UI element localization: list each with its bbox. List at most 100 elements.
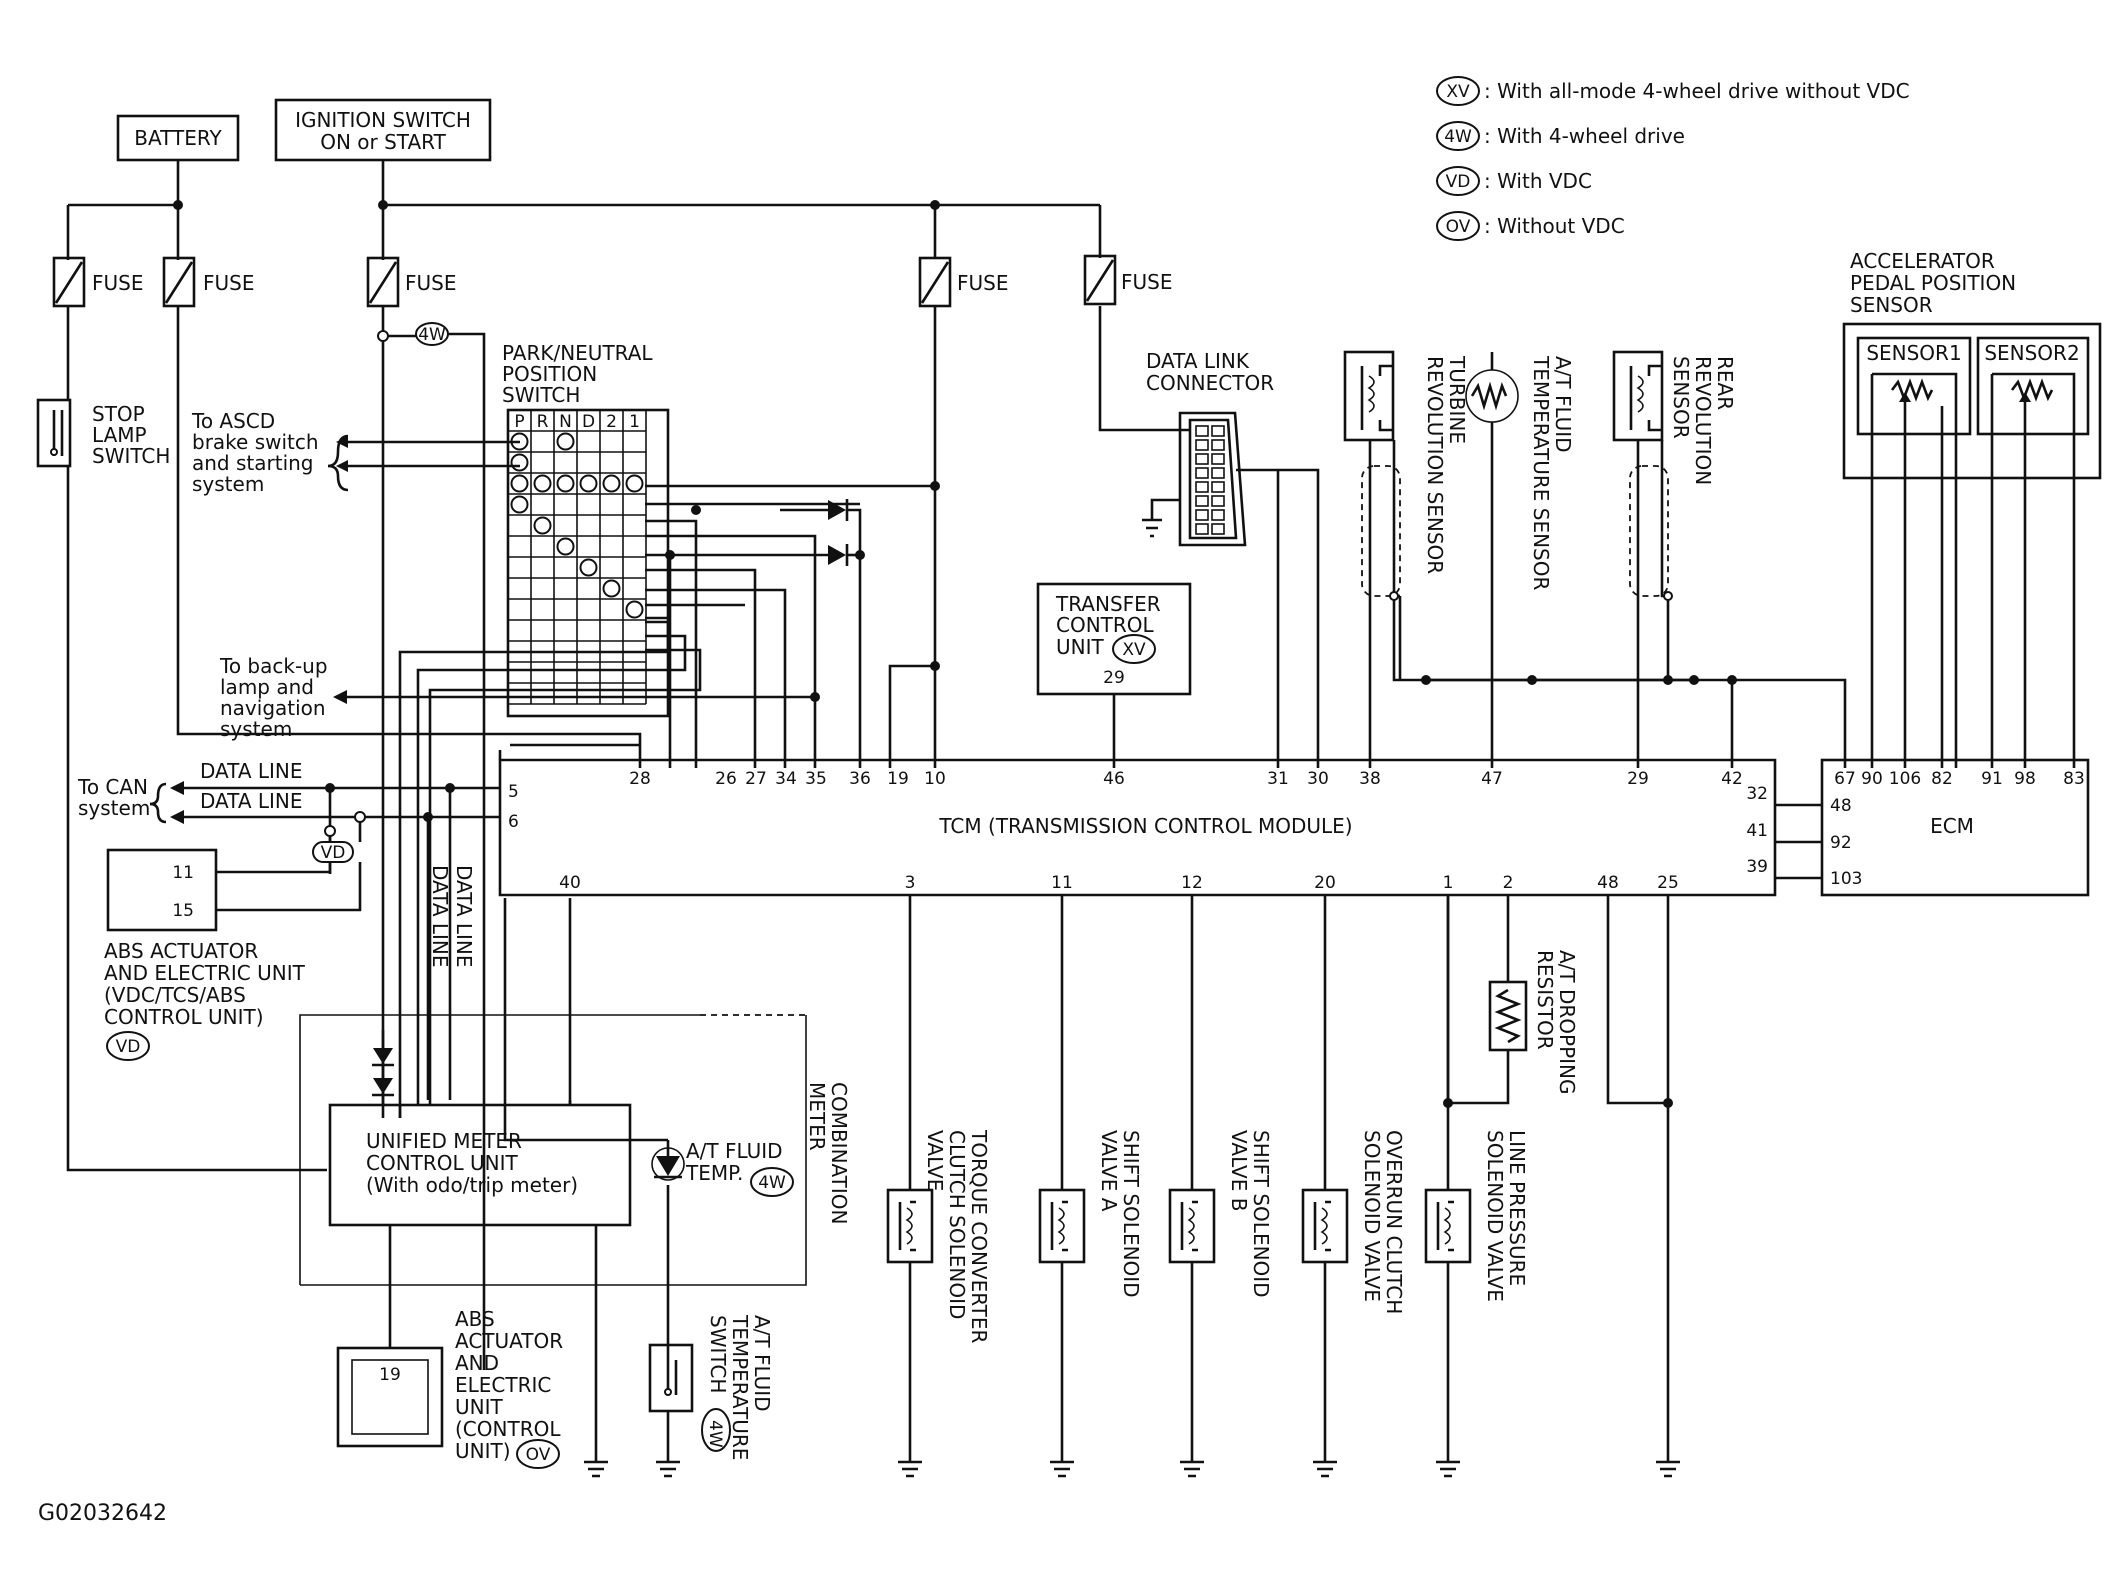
pnp-contact [533, 474, 552, 493]
pnp-contact [579, 474, 598, 493]
ignition-label-2: ON or START [320, 130, 446, 154]
apps-label-3: SENSOR [1850, 293, 1933, 317]
fuse-1: FUSE [52, 256, 143, 308]
dlc-label-1: DATA LINK [1146, 349, 1250, 373]
ecm-label: ECM [1930, 814, 1974, 838]
absb-label-2: ACTUATOR [455, 1329, 563, 1353]
badge-4w-switch: 4W [705, 1420, 725, 1448]
ground-symbol [1180, 1455, 1204, 1478]
stop-lamp-label-3: SWITCH [92, 444, 170, 468]
dlc-pin [1195, 523, 1209, 535]
solenoid-label: SHIFT SOLENOID [1119, 1130, 1143, 1298]
umcu-label-1: UNIFIED METER [366, 1129, 522, 1153]
drop-label-1: A/T DROPPING [1555, 950, 1579, 1095]
turbine-revolution-sensor [1343, 350, 1695, 768]
drop-label-2: RESISTOR [1533, 950, 1557, 1050]
fuse-3: FUSE [366, 256, 456, 308]
pnp-contact [579, 558, 598, 577]
tcm-pin-top: 36 [849, 769, 871, 789]
comb-label-1: COMBINATION [827, 1082, 851, 1225]
solenoid-label: TORQUE CONVERTER [967, 1129, 991, 1344]
data-line-vert-2: DATA LINE [452, 865, 476, 968]
tcm-pin-top: 34 [775, 769, 797, 789]
backup-label-4: system [220, 717, 292, 741]
dlc-label-2: CONNECTOR [1146, 371, 1274, 395]
tcm-pin-right: 32 [1746, 784, 1768, 804]
battery-box: BATTERY [116, 114, 240, 162]
data-line-label-1: DATA LINE [200, 759, 303, 783]
battery-label: BATTERY [134, 126, 222, 150]
legend-item-4w: 4W : With 4-wheel drive [1436, 121, 1685, 151]
tcm-pin-left: 6 [508, 812, 519, 832]
apps-label-2: PEDAL POSITION [1850, 271, 2016, 295]
badge-4w: 4W [418, 325, 446, 345]
legend-text-xv: : With all-mode 4-wheel drive without VD… [1484, 79, 1910, 103]
tcm-pin-bottom: 25 [1657, 873, 1679, 893]
tcm-pin-left: 5 [508, 782, 519, 802]
abs-actuator-bottom: 19 [336, 1346, 444, 1448]
badge-4w-lamp: 4W [758, 1173, 786, 1193]
pnp-label-1: PARK/NEUTRAL [502, 341, 653, 365]
tcm-pin-top: 42 [1721, 769, 1743, 789]
pnp-header: P [514, 412, 524, 432]
solenoid-label: VALVE [923, 1130, 947, 1191]
rear-label-3: SENSOR [1669, 356, 1693, 439]
tcm-pin-top: 47 [1481, 769, 1503, 789]
legend-item-ov: OV : Without VDC [1436, 211, 1625, 241]
rear-label-1: REAR [1713, 356, 1737, 410]
sensor1-label: SENSOR1 [1866, 341, 1961, 365]
data-line-label-2: DATA LINE [200, 789, 303, 813]
fuse-label: FUSE [957, 271, 1008, 295]
umcu-label-2: CONTROL UNIT [366, 1151, 519, 1175]
tcm-pin-top: 28 [629, 769, 651, 789]
fuse-4: FUSE [918, 256, 1008, 308]
fuse-5: FUSE [1083, 254, 1172, 306]
transfer-control-unit: TRANSFER CONTROL UNIT XV 29 [1036, 582, 1192, 696]
tcu-label-1: TRANSFER [1055, 592, 1161, 616]
tcm-pin-top: 38 [1359, 769, 1381, 789]
solenoid-label: VALVE A [1097, 1130, 1121, 1212]
atft-label-1: A/T FLUID [686, 1139, 783, 1163]
dlc-pin [1211, 467, 1225, 479]
rear-label-2: REVOLUTION [1691, 356, 1715, 485]
dlc-pin [1195, 425, 1209, 437]
ground-symbol [584, 1455, 608, 1478]
ground-symbol [1656, 1455, 1680, 1478]
dlc-pin [1195, 495, 1209, 507]
solenoid-label: SHIFT SOLENOID [1249, 1130, 1273, 1298]
pnp-label-2: POSITION [502, 362, 597, 386]
tcu-pin: 29 [1103, 668, 1125, 688]
comb-label-2: METER [805, 1082, 829, 1151]
absb-label-5: UNIT [455, 1395, 503, 1419]
pnp-contact [625, 474, 644, 493]
badge-xv: XV [1122, 640, 1146, 660]
tcm-pin-bottom: 1 [1443, 873, 1454, 893]
abs-label-4: CONTROL UNIT) [104, 1005, 264, 1029]
can-label-2: system [78, 796, 150, 820]
pnp-contact [625, 600, 644, 619]
absb-label-6: (CONTROL [455, 1417, 561, 1441]
dlc-pin [1211, 523, 1225, 535]
abs-label-1: ABS ACTUATOR [104, 939, 258, 963]
pnp-contact [533, 516, 552, 535]
pnp-contact [556, 474, 575, 493]
at-fluid-temperature-switch [648, 1343, 694, 1455]
atsw-label-2: TEMPERATURE [728, 1314, 752, 1460]
tcm-pin-top: 10 [924, 769, 946, 789]
data-line-vert-1: DATA LINE [428, 865, 452, 968]
legend: XV : With all-mode 4-wheel drive without… [1436, 76, 1910, 241]
ground-symbol [1313, 1455, 1337, 1478]
turbine-label-1: TURBINE [1445, 355, 1469, 444]
ignition-switch-box: IGNITION SWITCH ON or START [274, 98, 492, 162]
tcm-pin-top: 19 [887, 769, 909, 789]
apps-label-1: ACCELERATOR [1850, 249, 1995, 273]
accelerator-pedal-position-sensor: SENSOR1 SENSOR2 [1842, 322, 2102, 480]
legend-text-4w: : With 4-wheel drive [1484, 124, 1685, 148]
abs-pin-15: 15 [172, 901, 194, 921]
pnp-contact [556, 432, 575, 451]
